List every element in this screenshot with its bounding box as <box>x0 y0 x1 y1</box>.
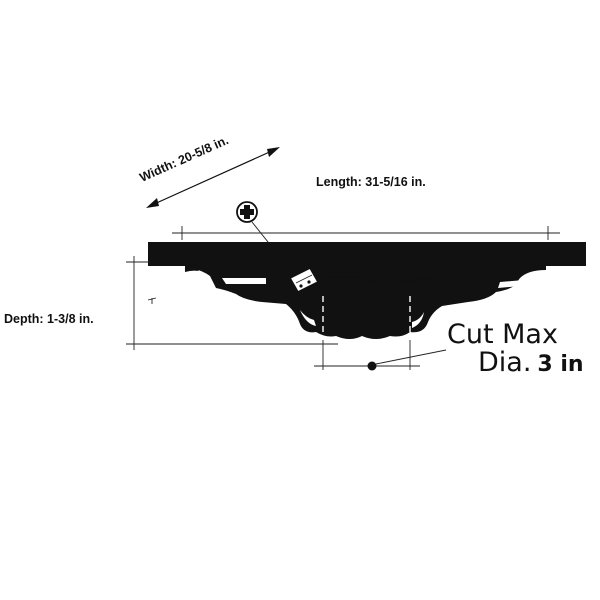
cut-diameter-value: 3 in <box>537 352 583 377</box>
center-hole-guides <box>322 296 411 370</box>
width-label: Width: 20-5/8 in. <box>138 133 231 185</box>
medallion-top-plate <box>148 242 586 266</box>
length-label: Length: 31-5/16 in. <box>316 175 426 189</box>
width-dimension-arrow <box>146 147 280 208</box>
junction-box-icon <box>288 266 320 294</box>
cut-diameter-prefix: Dia. <box>478 347 531 378</box>
medallion-profile <box>185 266 546 339</box>
cut-diameter-label: Dia. 3 in <box>478 347 584 378</box>
medallion-scroll-details <box>198 270 524 328</box>
length-dimension-line <box>172 226 560 240</box>
electrical-wires <box>315 261 451 286</box>
cut-diameter-dimension <box>314 349 447 371</box>
depth-label: Depth: 1-3/8 in. <box>4 312 94 326</box>
depth-dimension-line <box>126 256 338 350</box>
cut-max-label: Cut Max <box>447 319 558 350</box>
